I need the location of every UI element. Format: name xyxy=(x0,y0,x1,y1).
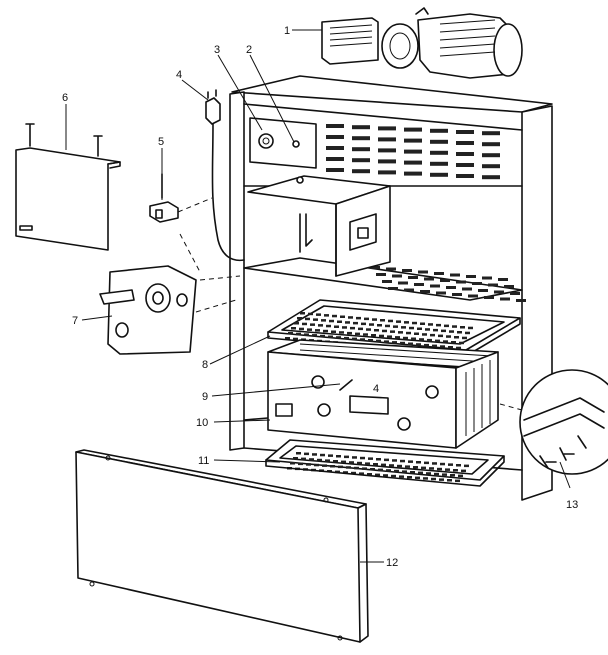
top-louver-grille xyxy=(326,124,500,180)
leader-lines xyxy=(65,29,571,563)
blower-assembly xyxy=(321,7,523,79)
callout-6: 6 xyxy=(62,92,68,104)
callout-11: 11 xyxy=(198,455,209,467)
gas-valve xyxy=(99,233,241,355)
callout-3: 3 xyxy=(214,44,220,56)
callout-7: 7 xyxy=(72,315,78,327)
cover-panel xyxy=(15,104,121,251)
callout-9: 9 xyxy=(202,391,208,403)
callout-12: 12 xyxy=(386,557,398,569)
panel-marking: 4 xyxy=(373,383,379,395)
callout-labels: 1 2 3 4 5 6 7 8 9 10 11 12 13 xyxy=(62,25,578,569)
callout-2: 2 xyxy=(246,44,252,56)
switch-part xyxy=(149,173,213,223)
callout-4: 4 xyxy=(176,69,182,81)
front-panel xyxy=(75,449,369,643)
detail-inset xyxy=(499,369,608,475)
callout-8: 8 xyxy=(202,359,208,371)
callout-5: 5 xyxy=(158,136,164,148)
callout-13: 13 xyxy=(566,499,578,511)
power-cord xyxy=(205,89,245,262)
bottom-filter xyxy=(265,439,505,487)
junction-box xyxy=(247,175,391,277)
shelf-grille xyxy=(370,266,526,302)
heater-body: 4 xyxy=(267,339,499,449)
callout-10: 10 xyxy=(196,417,208,429)
callout-1: 1 xyxy=(284,25,290,37)
